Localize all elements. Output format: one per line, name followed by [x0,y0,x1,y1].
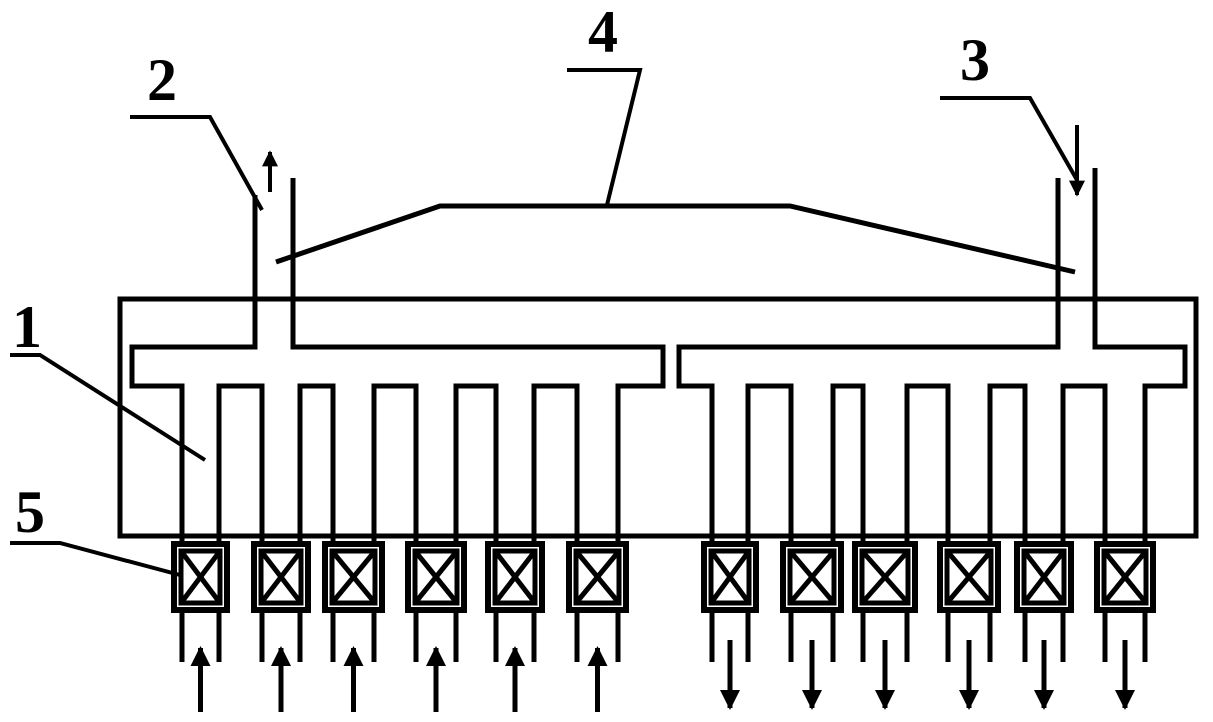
valve-cross-b-right-0 [708,549,752,605]
cover-line [275,203,1076,275]
label-3: 3 [960,27,990,93]
valve-cross-b-right-3 [945,549,993,605]
label-5: 5 [15,479,45,545]
label-1: 1 [12,294,42,360]
valve-inner-left-2 [329,548,378,606]
valve-cross-b-left-5 [574,549,621,605]
valve-inner-right-2 [859,548,911,606]
valve-inner-right-3 [944,548,994,606]
valve-inner-left-4 [492,548,538,606]
left-manifold-channel [129,178,666,536]
valve-cross-b-right-5 [1102,549,1148,605]
bottom-pipes [179,536,1148,712]
valve-inner-left-3 [412,548,460,606]
valve-cross-b-right-1 [788,549,836,605]
valve-inner-right-0 [708,548,752,606]
leader-line-2 [130,115,264,211]
valve-inner-right-4 [1021,548,1067,606]
label-2: 2 [147,47,177,113]
valve-cross-b-right-2 [860,549,910,605]
leader-line-5 [10,541,181,577]
valve-inner-left-0 [178,548,223,606]
housing [117,296,1199,539]
valve-cross-b-left-4 [493,549,537,605]
valve-inner-left-1 [258,548,304,606]
valve-row [171,541,1156,613]
valve-cross-b-right-4 [1022,549,1066,605]
right-manifold-channel [676,168,1188,536]
valve-inner-right-5 [1101,548,1149,606]
valve-cross-b-left-3 [413,549,459,605]
leader-line-3 [940,96,1079,181]
label-4: 4 [588,0,618,65]
valve-inner-left-5 [573,548,622,606]
valve-cross-b-left-2 [330,549,377,605]
leader-line-4 [567,68,643,206]
valve-inner-right-1 [787,548,837,606]
valve-cross-b-left-0 [179,549,222,605]
leader-line-1 [10,353,207,462]
valve-cross-b-left-1 [259,549,303,605]
